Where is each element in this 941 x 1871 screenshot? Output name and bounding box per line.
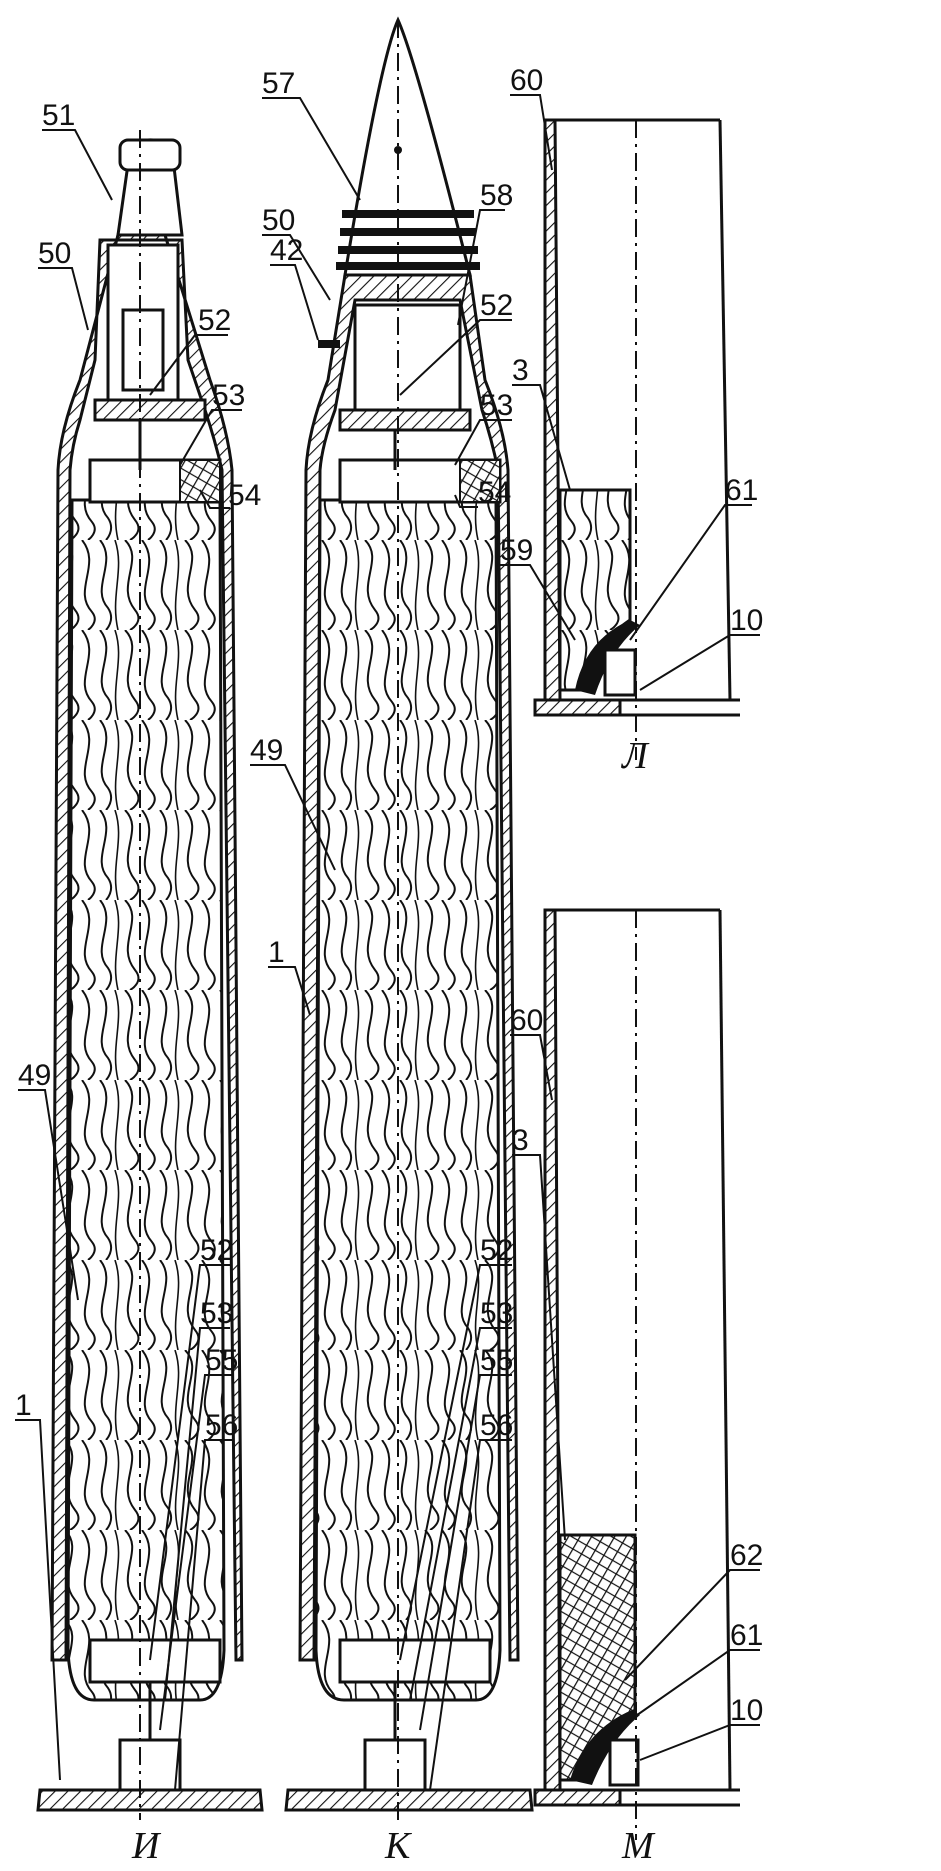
- label-56: 56: [480, 1409, 513, 1442]
- view-i: [36, 130, 264, 1820]
- label-61: 61: [730, 1619, 763, 1652]
- label-55: 55: [205, 1344, 238, 1377]
- label-1: 1: [268, 936, 285, 969]
- label-10: 10: [730, 1694, 763, 1727]
- label-60: 60: [510, 64, 543, 97]
- label-62: 62: [730, 1539, 763, 1572]
- label-52-bottom: 52: [200, 1234, 233, 1267]
- view-m: [533, 908, 740, 1840]
- base-rim: [36, 1788, 264, 1812]
- label-10: 10: [730, 604, 763, 637]
- wooden-filler: [314, 498, 502, 1702]
- base-primer: [363, 1738, 427, 1792]
- label-54: 54: [478, 476, 511, 509]
- leader-lines: [15, 94, 760, 1791]
- inner-cavity: [353, 303, 462, 412]
- label-52: 52: [198, 304, 231, 337]
- label-57: 57: [262, 67, 295, 100]
- caption-view-k: К: [384, 1825, 412, 1867]
- wooden-filler: [66, 498, 226, 1702]
- caption-view-i: И: [131, 1825, 162, 1867]
- label-1: 1: [15, 1389, 32, 1422]
- label-49: 49: [250, 734, 283, 767]
- label-51: 51: [42, 99, 75, 132]
- callout-labels: 51 50 52 53 54 49 52 53 55 1 56 57 50 42…: [15, 64, 763, 1727]
- label-53: 53: [480, 389, 513, 422]
- base-rim: [284, 1788, 534, 1812]
- inner-tube: [121, 308, 165, 392]
- plug-bottom: [88, 1638, 222, 1684]
- case-base: [533, 1788, 622, 1807]
- label-56: 56: [205, 1409, 238, 1442]
- view-k: [284, 16, 534, 1820]
- label-52: 52: [480, 289, 513, 322]
- ogive-tip: [343, 16, 472, 277]
- view-l: [533, 118, 740, 760]
- label-61: 61: [725, 474, 758, 507]
- base-primer: [118, 1738, 182, 1792]
- label-54: 54: [228, 479, 261, 512]
- label-49: 49: [18, 1059, 51, 1092]
- label-53: 53: [212, 379, 245, 412]
- case-base: [533, 698, 622, 717]
- label-53-bottom: 53: [200, 1297, 233, 1330]
- label-53-bottom: 53: [480, 1297, 513, 1330]
- label-42: 42: [270, 234, 303, 267]
- label-3: 3: [512, 1124, 529, 1157]
- label-52-bottom: 52: [480, 1234, 513, 1267]
- view-captions: И К Л М: [131, 735, 656, 1867]
- label-60: 60: [510, 1004, 543, 1037]
- caption-view-l: Л: [621, 735, 650, 777]
- casing-wall: [50, 233, 244, 1662]
- casing-wall: [298, 273, 520, 1662]
- primer: [608, 1738, 640, 1787]
- label-3: 3: [512, 354, 529, 387]
- label-55: 55: [480, 1344, 513, 1377]
- label-59: 59: [500, 534, 533, 567]
- fuse-cap: [118, 138, 182, 172]
- label-58: 58: [480, 179, 513, 212]
- caption-view-m: М: [621, 1825, 656, 1867]
- driving-bands: [336, 210, 480, 270]
- label-50: 50: [262, 204, 295, 237]
- label-50: 50: [38, 237, 71, 270]
- primer: [603, 648, 637, 697]
